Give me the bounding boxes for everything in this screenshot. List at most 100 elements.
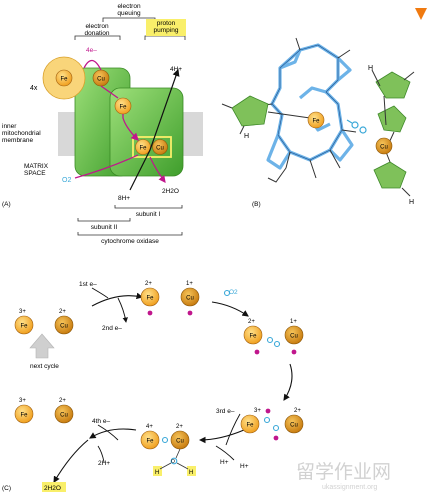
panel-c-letter: (C) <box>2 485 11 492</box>
oxygen-to-water-arrow <box>74 154 165 182</box>
oxygen-atom-2 <box>359 126 367 134</box>
electron-dot-c2b <box>187 310 193 316</box>
heme-porphyrin-core <box>271 44 343 161</box>
cu-ball-c2 <box>180 287 200 307</box>
cu-label-c4: Cu <box>290 423 298 429</box>
cu-label-heme: Cu <box>380 145 388 151</box>
cu-ball-c6 <box>54 404 74 424</box>
o-label-c5: O <box>171 459 175 465</box>
water-highlight <box>42 482 66 492</box>
h-highlight-right <box>187 466 196 476</box>
h-highlight-left <box>153 466 162 476</box>
histidine-ring-mid <box>377 105 407 133</box>
electron-dot-c3a <box>254 349 260 355</box>
cu-label-c2: Cu <box>186 296 194 302</box>
fe-label-c3: Fe <box>249 334 257 340</box>
o-ring-c3b <box>273 340 281 348</box>
ox-cu-c2: 1+ <box>186 281 193 287</box>
fe-label-a3: Fe <box>139 146 147 152</box>
fe-ball-c5 <box>140 430 160 450</box>
fe-ball-c6 <box>14 404 34 424</box>
o2-binding-arrow <box>211 301 249 317</box>
ox-cu-c5: 2+ <box>176 424 183 430</box>
cu-label-c3: Cu <box>290 334 298 340</box>
proton-in-arrow <box>215 445 235 461</box>
ox-fe-c5: 4+ <box>146 424 153 430</box>
histidine-links <box>221 69 415 197</box>
watermark-chars: 留学作业网 <box>296 461 391 483</box>
ox-cu-c3: 1+ <box>290 319 297 325</box>
ox-cu-c6: 2+ <box>59 398 66 404</box>
third-electron-arrow <box>225 413 241 446</box>
cycle-arrow-right <box>283 363 293 401</box>
fe-label-c4: Fe <box>246 423 254 429</box>
subunit-two-label: subunit II <box>91 224 118 231</box>
ox-fe-c2: 2+ <box>145 281 152 287</box>
watermark: 留学作业网 ukassignment.org <box>296 461 391 491</box>
hydroxide-bonds <box>159 448 189 470</box>
panel-b-letter: (B) <box>252 201 261 208</box>
cu-ball-c3 <box>284 325 304 345</box>
proton-label-1: H+ <box>220 459 229 466</box>
cycle-arrow-bottom <box>198 429 245 444</box>
cytochrome-oxidase-label: cytochrome oxidase <box>101 238 159 245</box>
h-label-left: H <box>244 133 249 140</box>
ox-cu-c1: 2+ <box>59 309 66 315</box>
third-electron-label: 3rd e– <box>216 408 235 415</box>
o-ring-c4a <box>263 416 271 424</box>
cu-label-a: Cu <box>97 77 105 83</box>
cu-label-c5: Cu <box>176 439 184 445</box>
subunit-two-bracket <box>77 218 131 222</box>
proton-label-2: H+ <box>240 463 249 470</box>
second-electron-label: 2nd e– <box>102 325 122 332</box>
o-ring-c4b <box>272 424 280 432</box>
fe-label-ext: Fe <box>60 77 68 83</box>
fe-ball-c3 <box>243 325 263 345</box>
panel-a-letter: (A) <box>2 201 11 208</box>
fourth-electron-label: 4th e– <box>92 418 110 425</box>
fe-label-c1: Fe <box>20 324 28 330</box>
water-release-arrow <box>53 439 89 483</box>
histidine-ring-left <box>231 95 269 127</box>
o-ring-c5 <box>161 436 169 444</box>
h-label-bottom: H <box>409 199 414 206</box>
heme-porphyrin <box>266 43 354 170</box>
oxygen-atom-1 <box>351 121 359 129</box>
fe-label-c2: Fe <box>146 296 154 302</box>
two-proton-arrow <box>97 445 105 463</box>
cu-ball-heme <box>375 137 393 155</box>
h-label-c5b: H <box>189 470 193 476</box>
corner-mark <box>415 8 427 20</box>
panel-b: H H H Fe Cu (B) <box>221 37 415 208</box>
ox-fe-c1: 3+ <box>19 309 26 315</box>
cu-label-b: Cu <box>156 146 164 152</box>
electron-path-arrow <box>83 59 138 140</box>
fe-ball-c1 <box>14 315 34 335</box>
ox-fe-c6: 3+ <box>19 398 26 404</box>
proton-pumping-arrow <box>129 68 180 191</box>
fe-ball-c2 <box>140 287 160 307</box>
ox-cu-c4: 2+ <box>294 408 301 414</box>
cycle-arrow-top <box>91 292 144 307</box>
oxygen-bond <box>346 119 353 124</box>
o2-ring-c2a <box>223 289 231 297</box>
water-label-c: 2H2O <box>44 485 61 492</box>
next-cycle-label: next cycle <box>30 363 59 370</box>
electron-dot-c2a <box>147 310 153 316</box>
electron-donation-bracket <box>74 35 121 40</box>
subunit-one-bracket <box>114 205 183 209</box>
fe-ball-c4 <box>240 414 260 434</box>
fe-label-c6: Fe <box>20 413 28 419</box>
cu-ball-c4 <box>284 414 304 434</box>
cu-label-c6: Cu <box>60 413 68 419</box>
four-x-label: 4x <box>30 85 38 92</box>
histidine-ring-bottom <box>373 161 407 189</box>
cu-ball-c1 <box>54 315 74 335</box>
o2-label-c: O2 <box>229 289 238 296</box>
